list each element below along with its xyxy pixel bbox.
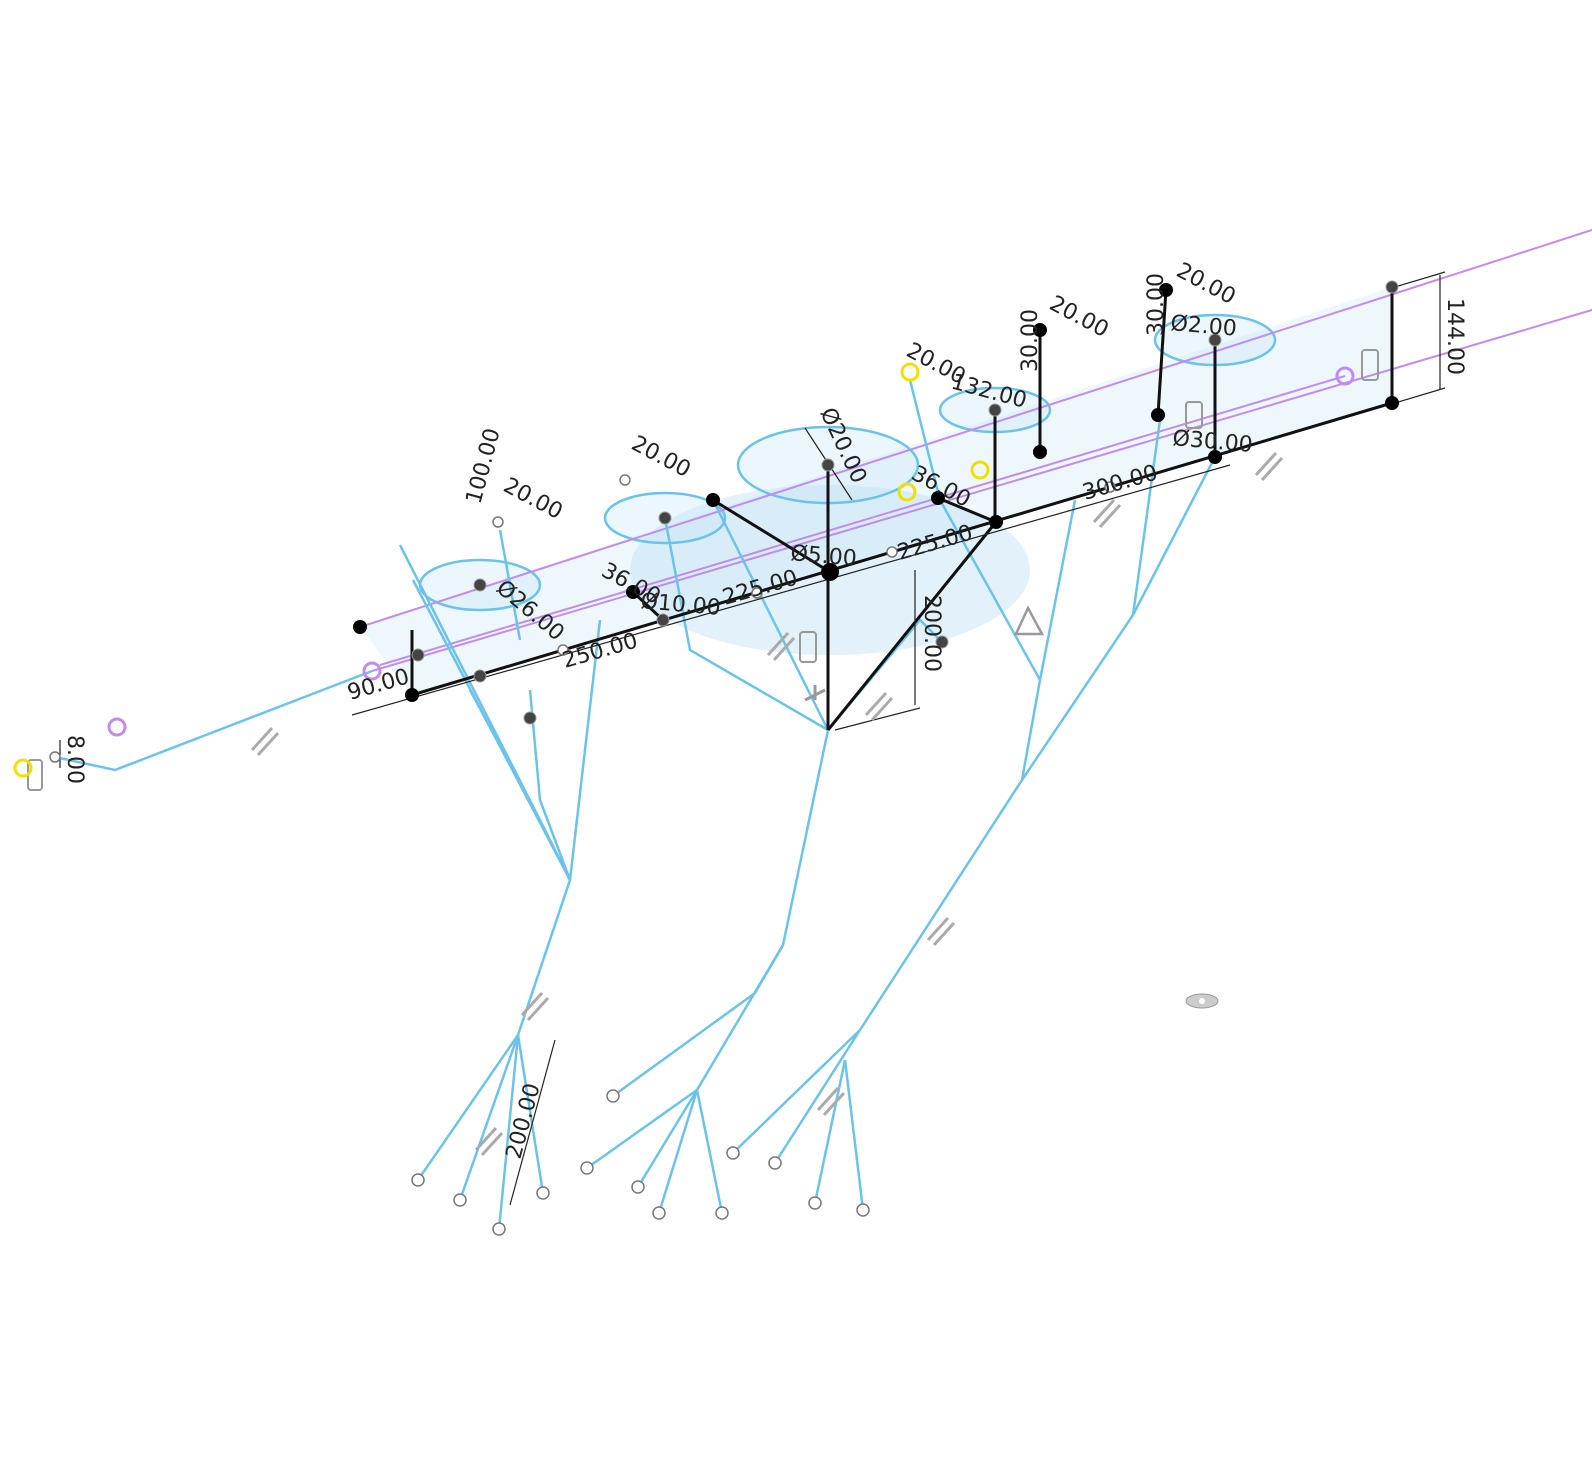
dimension-label[interactable]: 20.00 (499, 473, 566, 525)
dimension-label[interactable]: 30.00 (1018, 309, 1043, 372)
dimension-label[interactable]: 144.00 (1442, 298, 1467, 375)
dimension-label[interactable]: Ø2.00 (1169, 311, 1237, 342)
construction-line[interactable] (379, 375, 1346, 666)
horizontal-constraint-icon[interactable] (27, 349, 1379, 791)
dimension-label[interactable]: 20.00 (1172, 258, 1239, 310)
dimension-label[interactable]: 200.00 (502, 1081, 546, 1162)
dimension-lines (59, 271, 1446, 1206)
dimension-label[interactable]: 200.00 (919, 595, 944, 672)
dimension-label[interactable]: 90.00 (345, 664, 412, 705)
dimension-label[interactable]: 8.00 (62, 735, 87, 784)
triangle-constraint-icon[interactable] (1014, 605, 1045, 636)
construction-line[interactable] (371, 309, 1592, 672)
dimension-label[interactable]: 30.00 (1144, 273, 1169, 336)
origin-icon[interactable] (1185, 993, 1219, 1009)
construction-points[interactable] (107, 366, 1355, 737)
perpendicular-constraint-icon[interactable] (804, 685, 826, 702)
parallel-constraint-icon[interactable] (250, 451, 1284, 1157)
dimension-label[interactable]: 20.00 (1045, 291, 1112, 343)
construction-line[interactable] (359, 229, 1592, 628)
dimension-label[interactable]: Ø5.00 (789, 541, 857, 572)
constrained-lines[interactable] (410, 287, 1394, 731)
sketch-points[interactable] (49, 280, 1399, 1236)
selected-points[interactable] (13, 362, 990, 778)
dimension-label[interactable]: 20.00 (627, 431, 694, 483)
